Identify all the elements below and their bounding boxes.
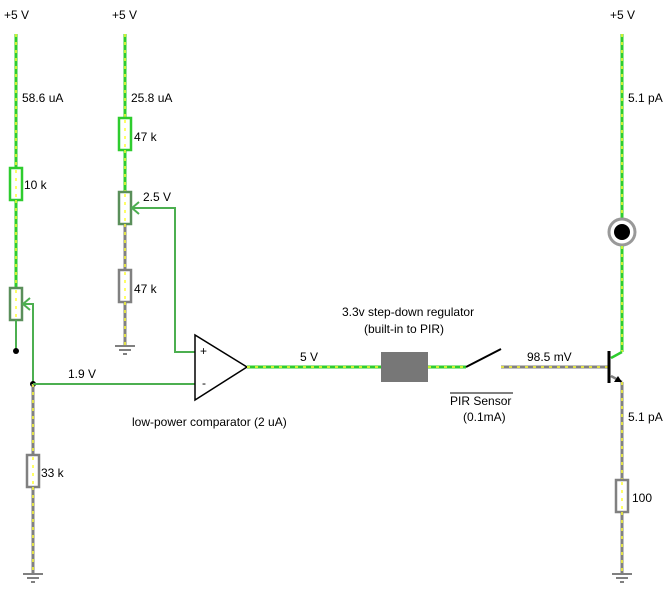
right-branch: +5 V 5.1 pA 5.1 pA 100 [607,8,663,583]
divider-wiper-arrow [130,201,140,215]
comparator-minus-voltage: 1.9 V [68,367,96,381]
resistor-10k-label: 10 k [24,178,48,192]
pir-label-line2: (0.1mA) [463,410,506,424]
ground-icon-left [23,573,43,583]
right-supply-label: +5 V [610,8,635,22]
ground-icon-middle [115,345,135,355]
regulator-label-line1: 3.3v step-down regulator [342,305,474,319]
lamp-icon[interactable] [607,217,637,247]
comparator-minus-label: - [202,376,206,390]
left-supply-label: +5 V [4,8,29,22]
pir-label-line1: PIR Sensor [450,394,511,408]
middle-current-label: 25.8 uA [131,91,172,105]
left-branch: +5 V 58.6 uA 10 k 33 k 1.9 V [4,8,195,583]
resistor-47k-top-label: 47 k [134,130,158,144]
divider-wiper[interactable] [133,207,195,353]
regulator[interactable]: 3.3v step-down regulator (built-in to PI… [342,305,474,382]
middle-supply-label: +5 V [112,8,137,22]
pot-wiper-arrow [21,297,31,311]
pot-wiper[interactable] [24,303,34,384]
comparator-plus-label: + [200,344,207,358]
emitter-arrow-icon [614,376,622,382]
comparator-label: low-power comparator (2 uA) [132,415,287,429]
pir-switch[interactable]: PIR Sensor (0.1mA) [450,348,513,424]
npn-transistor[interactable] [607,350,623,384]
comparator-triangle[interactable] [194,333,249,402]
left-current-label: 58.6 uA [22,91,63,105]
divider-voltage: 2.5 V [143,190,171,204]
pir-switch-lever[interactable] [465,348,502,368]
resistor-100-label: 100 [632,491,652,505]
resistor-47k-bottom-label: 47 k [134,282,158,296]
comparator[interactable]: + - low-power comparator (2 uA) [132,333,287,429]
switch-output-voltage: 98.5 mV [527,350,572,364]
pot-end-node [13,348,19,354]
middle-branch: +5 V 25.8 uA 47 k 2.5 V 47 k [112,8,195,355]
regulator-box[interactable] [381,352,428,382]
right-top-current: 5.1 pA [628,91,663,105]
right-bottom-current: 5.1 pA [628,410,663,424]
regulator-label-line2: (built-in to PIR) [364,322,444,336]
comparator-output-voltage: 5 V [300,350,318,364]
resistor-33k-label: 33 k [41,466,65,480]
ground-icon-right [612,573,632,583]
